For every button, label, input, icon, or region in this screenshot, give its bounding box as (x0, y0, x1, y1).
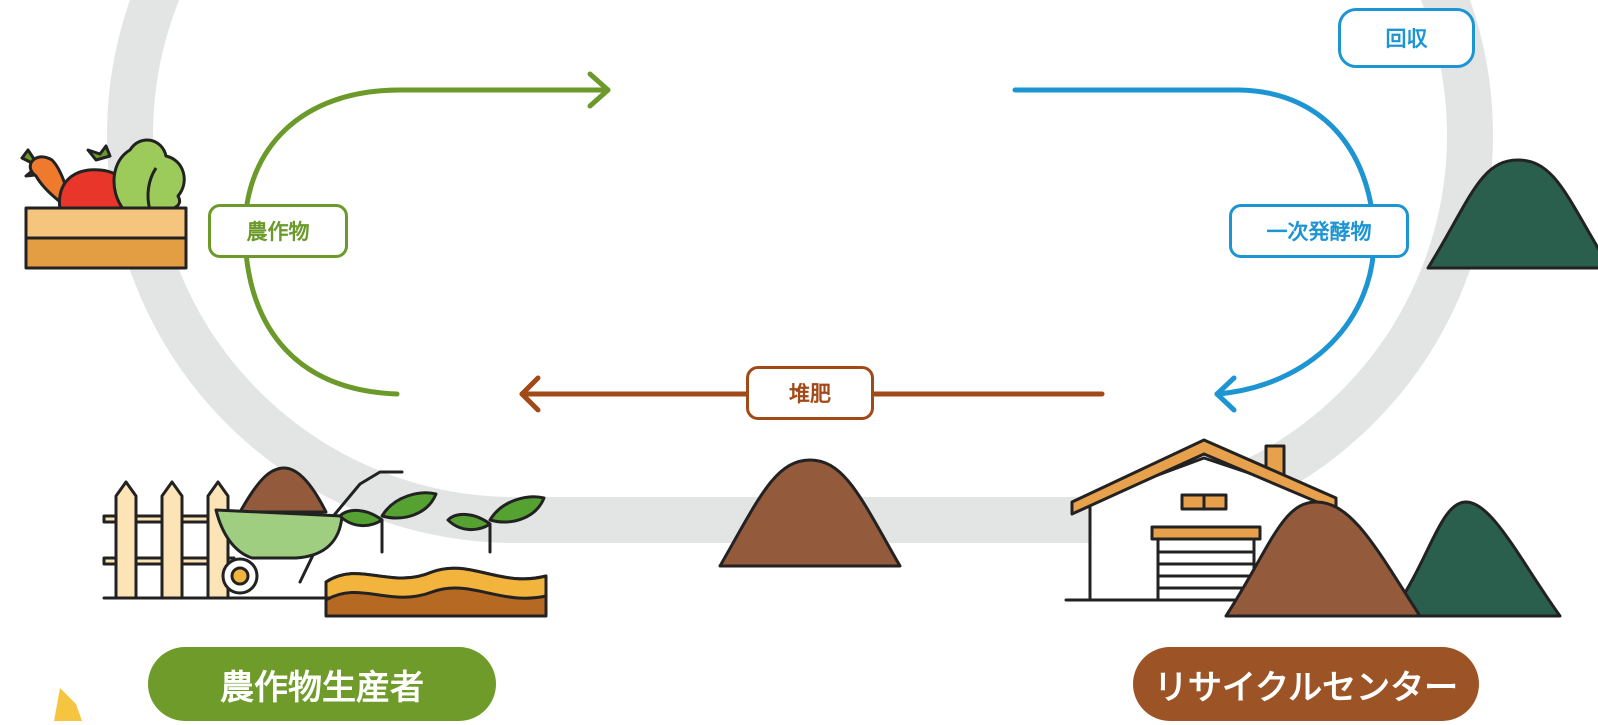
vegetable-crate-icon (22, 140, 186, 268)
producer-badge: 農作物生産者 (148, 647, 496, 721)
collection-label: 回収 (1338, 8, 1475, 68)
recycling-center-badge: リサイクルセンター (1133, 647, 1479, 721)
cycle-ring (130, 0, 1470, 520)
crops-label: 農作物 (208, 204, 348, 258)
decoration-fragment (54, 688, 82, 721)
compost-label: 堆肥 (746, 366, 874, 420)
primary-fermented-label: 一次発酵物 (1229, 204, 1409, 258)
